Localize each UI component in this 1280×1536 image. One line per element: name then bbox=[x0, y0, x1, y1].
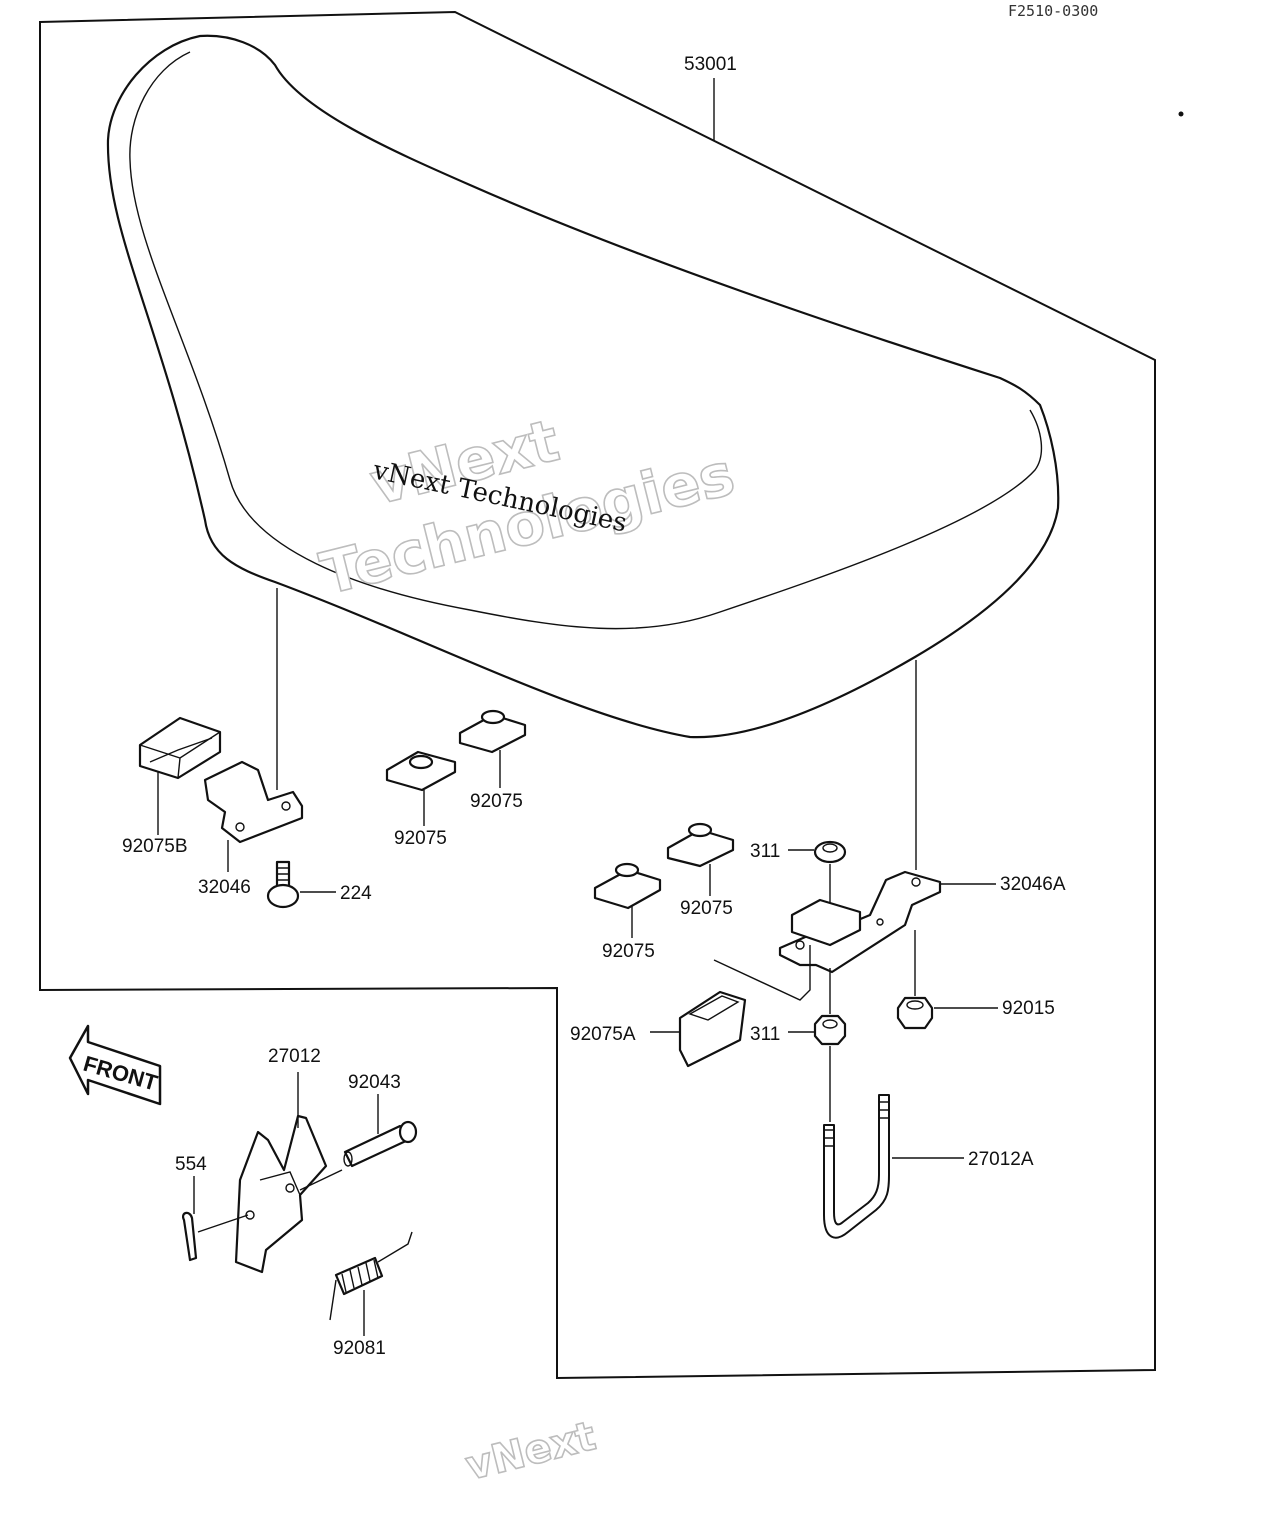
pin-92043[interactable] bbox=[343, 1120, 418, 1168]
nut-311-top[interactable] bbox=[813, 840, 847, 864]
assembly-frame bbox=[39, 10, 1156, 1380]
label-311-bottom[interactable]: 311 bbox=[750, 1024, 780, 1045]
label-92015[interactable]: 92015 bbox=[1002, 998, 1055, 1019]
label-27012[interactable]: 27012 bbox=[268, 1046, 321, 1067]
watermark-bottom: vNext bbox=[461, 1413, 600, 1489]
nut-92015[interactable] bbox=[896, 996, 934, 1030]
label-311-top[interactable]: 311 bbox=[750, 841, 780, 862]
cotter-554[interactable] bbox=[182, 1211, 198, 1262]
label-32046a[interactable]: 32046A bbox=[1000, 874, 1066, 895]
bracket-32046[interactable] bbox=[203, 760, 304, 844]
bolt-224[interactable] bbox=[266, 860, 300, 909]
label-92075-2[interactable]: 92075 bbox=[470, 791, 523, 812]
pad-92075b[interactable] bbox=[138, 716, 222, 780]
hinge-27012[interactable] bbox=[234, 1114, 328, 1274]
label-53001[interactable]: 53001 bbox=[684, 54, 737, 75]
label-92043[interactable]: 92043 bbox=[348, 1072, 401, 1093]
nut-311-bottom[interactable] bbox=[813, 1014, 847, 1046]
label-32046[interactable]: 32046 bbox=[198, 877, 251, 898]
pad-92075-2[interactable] bbox=[458, 709, 527, 754]
pad-92075-3[interactable] bbox=[593, 862, 662, 910]
label-92075-3[interactable]: 92075 bbox=[602, 941, 655, 962]
label-224[interactable]: 224 bbox=[340, 883, 372, 904]
pad-92075-4[interactable] bbox=[666, 822, 735, 868]
front-arrow-icon: FRONT bbox=[68, 1024, 162, 1106]
label-554[interactable]: 554 bbox=[175, 1154, 207, 1175]
spring-92081[interactable] bbox=[329, 1231, 413, 1321]
label-92075-1[interactable]: 92075 bbox=[394, 828, 447, 849]
label-92075a[interactable]: 92075A bbox=[570, 1024, 636, 1045]
label-92075-4[interactable]: 92075 bbox=[680, 898, 733, 919]
pad-92075-1[interactable] bbox=[385, 750, 457, 792]
pad-92075a[interactable] bbox=[678, 990, 747, 1068]
scan-dot bbox=[1178, 111, 1184, 117]
label-27012a[interactable]: 27012A bbox=[968, 1149, 1034, 1170]
seat-53001[interactable] bbox=[106, 34, 1060, 739]
ubolt-27012a[interactable] bbox=[823, 1094, 890, 1239]
label-92075b[interactable]: 92075B bbox=[122, 836, 188, 857]
diagram-code: F2510-0300 bbox=[1008, 2, 1098, 20]
bracket-32046a[interactable] bbox=[778, 870, 942, 974]
label-92081[interactable]: 92081 bbox=[333, 1338, 386, 1359]
